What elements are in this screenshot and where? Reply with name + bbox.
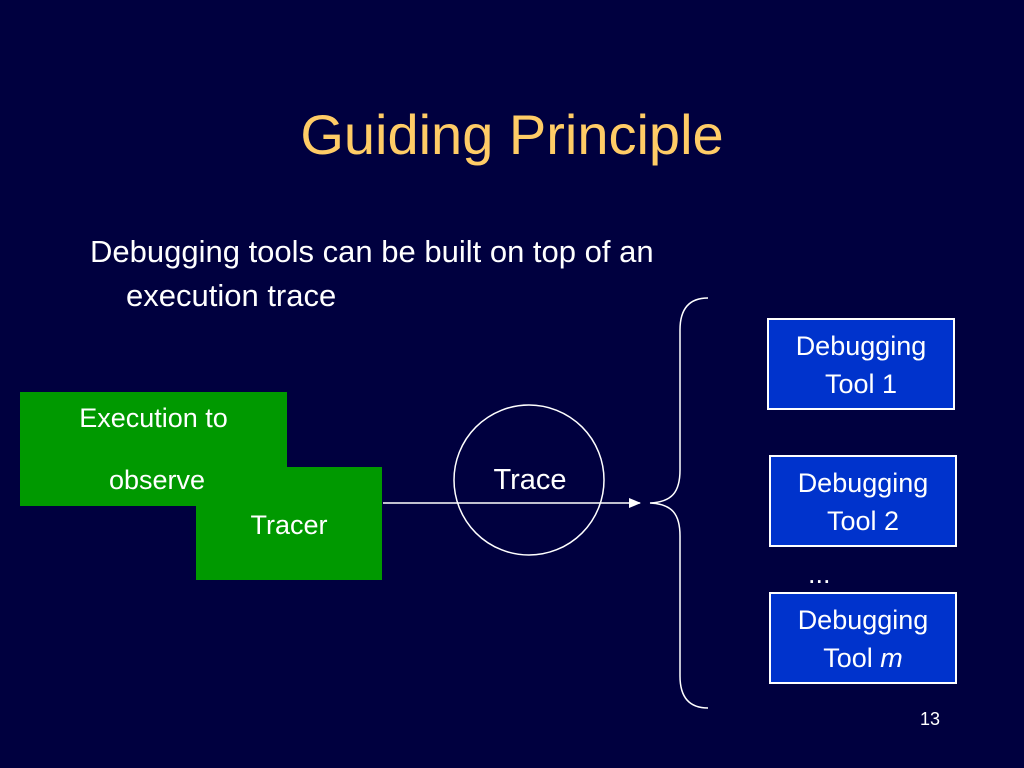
bullet-line-1: Debugging tools can be built on top of a…: [90, 234, 654, 269]
page-number: 13: [919, 709, 940, 729]
tool-2-prefix: Tool: [826, 506, 884, 536]
tool-2-line-2: Tool 2: [771, 502, 955, 540]
tool-m-prefix: Tool: [823, 643, 881, 673]
tracer-box: Tracer: [196, 467, 382, 580]
tracer-label: Tracer: [250, 510, 328, 540]
tool-1-prefix: Tool: [824, 369, 882, 399]
tool-2-suffix: 2: [884, 506, 900, 536]
tool-1-line-1: Debugging: [795, 331, 927, 361]
debugging-tool-1-box: Debugging Tool 1: [767, 318, 955, 410]
tool-m-suffix: m: [880, 643, 903, 673]
debugging-tool-2-box: Debugging Tool 2: [769, 455, 957, 547]
trace-label: Trace: [493, 464, 567, 496]
bullet-text: Debugging tools can be built on top of a…: [90, 230, 850, 318]
tool-m-line-2: Tool m: [771, 639, 955, 677]
execution-box: Execution to: [20, 392, 287, 506]
tool-2-line-1: Debugging: [797, 468, 929, 498]
tool-1-suffix: 1: [882, 369, 898, 399]
ellipsis: ...: [808, 559, 831, 589]
debugging-tool-m-box: Debugging Tool m: [769, 592, 957, 684]
bullet-line-2: execution trace: [126, 278, 337, 313]
tool-m-line-1: Debugging: [797, 605, 929, 635]
curly-brace: [649, 297, 709, 709]
execution-box-line-1: Execution to: [79, 403, 228, 433]
slide-title: Guiding Principle: [300, 103, 724, 166]
execution-box-line-2: observe: [108, 465, 206, 495]
tool-1-line-2: Tool 1: [769, 365, 953, 403]
